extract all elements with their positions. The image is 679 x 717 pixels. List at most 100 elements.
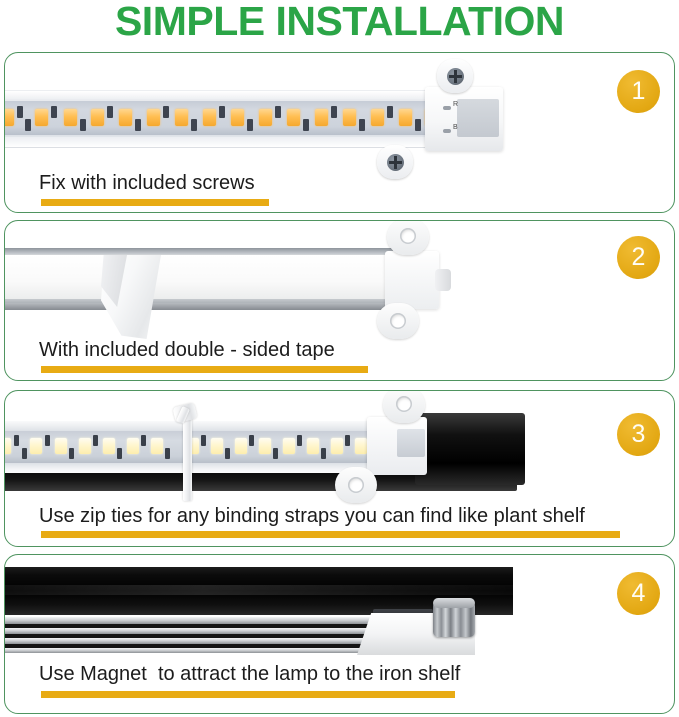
step-card-2: 2 With included double - sided tape [4,220,675,381]
step-caption-2: With included double - sided tape [39,339,335,361]
resistor-chip [141,435,146,446]
resistor-chip [51,106,57,118]
channel-top-edge [5,248,393,254]
led-chip [127,438,139,454]
screw-hole [390,313,406,329]
led-chip [147,109,160,126]
step-card-3: 3 Use zip ties for any binding straps yo… [4,390,675,547]
resistor-chip [321,448,326,459]
caption-underline-2 [41,366,368,373]
lamp-body-stripe [5,628,417,634]
step-1-illustration: R B [5,53,674,179]
endcap-window [457,99,499,137]
resistor-chip [163,106,169,118]
led-chip [371,109,384,126]
lamp-body-groove [5,634,417,638]
step-caption-1: Fix with included screws [39,172,255,194]
led-chip [64,109,77,126]
led-chip [355,438,367,454]
resistor-chip [345,435,350,446]
caption-underline-3 [41,531,620,538]
resistor-chip [93,435,98,446]
channel-bottom-rail [5,137,475,147]
resistor-chip [22,448,27,459]
connector-port-b [443,129,451,133]
led-chip [79,438,91,454]
resistor-chip [165,448,170,459]
led-chip [119,109,132,126]
resistor-chip [219,106,225,118]
mounting-ear-top [383,391,425,423]
connector-port-r [443,106,451,110]
step-card-1: R B 1 Fix with included screws [4,52,675,213]
connector-label-b: B [453,124,458,131]
lamp-body-stripe [5,648,417,653]
page-title: SIMPLE INSTALLATION [114,0,565,44]
resistor-chip [303,119,309,131]
led-chip [175,109,188,126]
resistor-chip [135,119,141,131]
channel-top-rail [5,91,475,99]
led-chip [235,438,247,454]
led-chip [5,109,14,126]
endcap-window [397,429,425,457]
resistor-chip [247,119,253,131]
endcap-bracket [385,251,439,309]
step-number-badge-4: 4 [617,572,660,615]
resistor-chip [69,448,74,459]
step-number-badge-1: 1 [617,70,660,113]
zip-tie-band [183,415,192,501]
lamp-body-groove [5,644,417,648]
led-pcb-strip [5,101,467,135]
mounting-bracket-bottom [377,145,413,179]
resistor-chip [17,106,23,118]
resistor-chip [107,106,113,118]
led-chip [151,438,163,454]
screw-hole [400,228,416,244]
lamp-body-stripe [5,638,417,644]
resistor-chip [297,435,302,446]
resistor-chip [387,106,393,118]
mounting-ear-top [387,221,429,255]
step-number-badge-2: 2 [617,236,660,279]
resistor-chip [45,435,50,446]
shelf-highlight [5,585,513,595]
channel-diffuser [5,255,393,299]
screw-hole [396,396,412,412]
step-2-illustration [5,221,674,341]
led-chip [307,438,319,454]
led-chip [231,109,244,126]
step-card-4: 4 Use Magnet to attract the lamp to the … [4,554,675,714]
led-pcb-strip [5,431,409,463]
step-caption-4: Use Magnet to attract the lamp to the ir… [39,663,461,685]
led-chip [259,438,271,454]
led-chip [30,438,42,454]
resistor-chip [275,106,281,118]
led-chip [331,438,343,454]
led-chip [91,109,104,126]
led-chip [283,438,295,454]
resistor-chip [14,435,19,446]
screw-icon [447,68,464,85]
connector-label-r: R [453,101,459,108]
led-chip [399,109,412,126]
step-4-illustration [5,555,674,665]
resistor-chip [191,119,197,131]
led-chip [35,109,48,126]
led-chip [55,438,67,454]
led-chip [287,109,300,126]
black-iron-shelf [5,567,513,615]
resistor-chip [415,119,421,131]
screw-icon [387,154,404,171]
step-3-illustration [5,391,674,503]
channel-bottom-edge [5,303,393,310]
resistor-chip [273,448,278,459]
lamp-body-groove [5,624,417,628]
mounting-ear-bottom [377,303,419,339]
resistor-chip [225,448,230,459]
lamp-body-stripe [5,617,417,624]
led-chip [203,109,216,126]
endcap-nub [435,269,451,291]
resistor-chip [117,448,122,459]
